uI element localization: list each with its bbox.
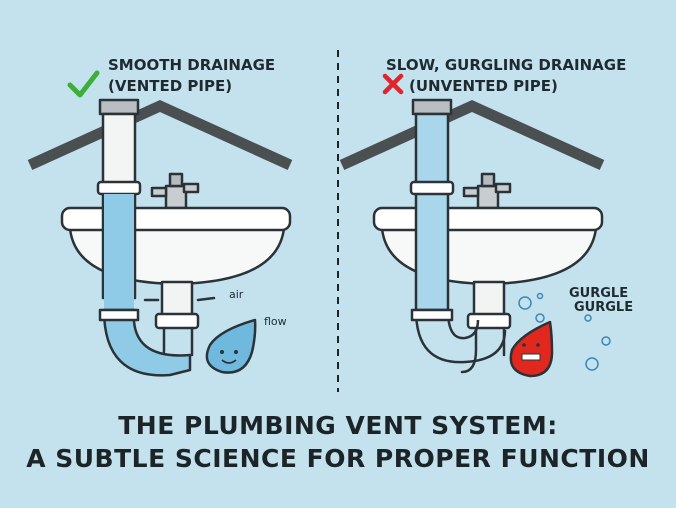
cross-icon xyxy=(382,73,404,95)
right-heading-line2: (UNVENTED PIPE) xyxy=(409,77,558,95)
gurgle-line2: GURGLE xyxy=(574,300,633,315)
left-panel-vented: air flow SMOOTH DRAINAGE (VENTED PIPE) xyxy=(30,56,290,375)
left-heading-line2: (VENTED PIPE) xyxy=(108,77,232,95)
flow-label: flow xyxy=(264,315,287,328)
check-icon xyxy=(67,70,100,98)
gurgle-line1: GURGLE xyxy=(569,286,628,301)
air-label: air xyxy=(229,288,244,301)
title-line1: THE PLUMBING VENT SYSTEM: xyxy=(118,411,558,440)
left-heading-line1: SMOOTH DRAINAGE xyxy=(108,56,275,74)
right-heading-line1: SLOW, GURGLING DRAINAGE xyxy=(386,56,626,74)
title-line2: A SUBTLE SCIENCE FOR PROPER FUNCTION xyxy=(26,444,650,473)
right-panel-unvented: GURGLE GURGLE SLOW, GURGLING DRAINAGE (U… xyxy=(342,56,633,376)
